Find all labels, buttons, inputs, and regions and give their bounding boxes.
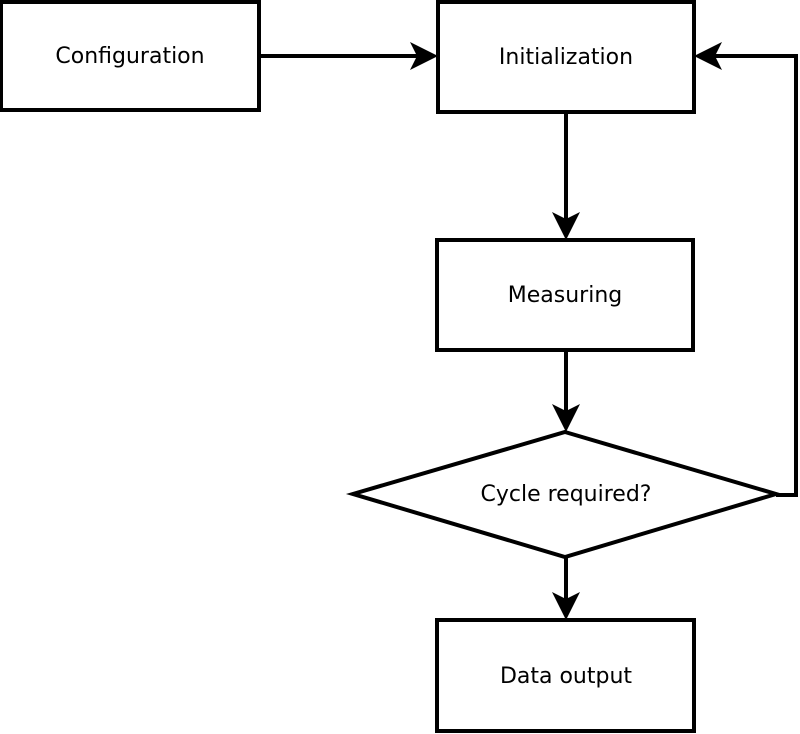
edge-line-feedback-loop: [708, 54, 798, 497]
node-data-output[interactable]: Data output: [435, 618, 696, 733]
initialization-box[interactable]: [436, 0, 696, 114]
initialization-label: Initialization: [499, 45, 633, 70]
node-measuring[interactable]: Measuring: [435, 238, 695, 352]
cycle-required-diamond[interactable]: [345, 429, 784, 560]
edge-cycle-required-to-initialization-feedback: [694, 42, 798, 497]
configuration-label: Configuration: [55, 44, 204, 69]
cycle-required-label: Cycle required?: [481, 482, 652, 507]
arrowhead-down-into-measuring: [552, 212, 580, 240]
measuring-box[interactable]: [435, 238, 695, 352]
measuring-label: Measuring: [508, 283, 622, 308]
configuration-box[interactable]: [0, 0, 261, 112]
arrowhead-left-into-initialization: [694, 42, 722, 70]
edge-measuring-to-cycle-required: [552, 350, 580, 432]
edge-cycle-required-to-data-output: [552, 557, 580, 620]
edge-initialization-to-measuring: [552, 112, 580, 240]
edge-configuration-to-initialization: [259, 42, 438, 70]
node-initialization[interactable]: Initialization: [436, 0, 696, 114]
arrowhead-down-into-data-output: [552, 592, 580, 620]
arrowhead-right-into-initialization: [410, 42, 438, 70]
node-configuration[interactable]: Configuration: [0, 0, 261, 112]
data-output-label: Data output: [500, 664, 632, 689]
node-cycle-required[interactable]: Cycle required?: [345, 429, 784, 560]
data-output-box[interactable]: [435, 618, 696, 733]
arrowhead-down-into-cycle-required: [552, 404, 580, 432]
